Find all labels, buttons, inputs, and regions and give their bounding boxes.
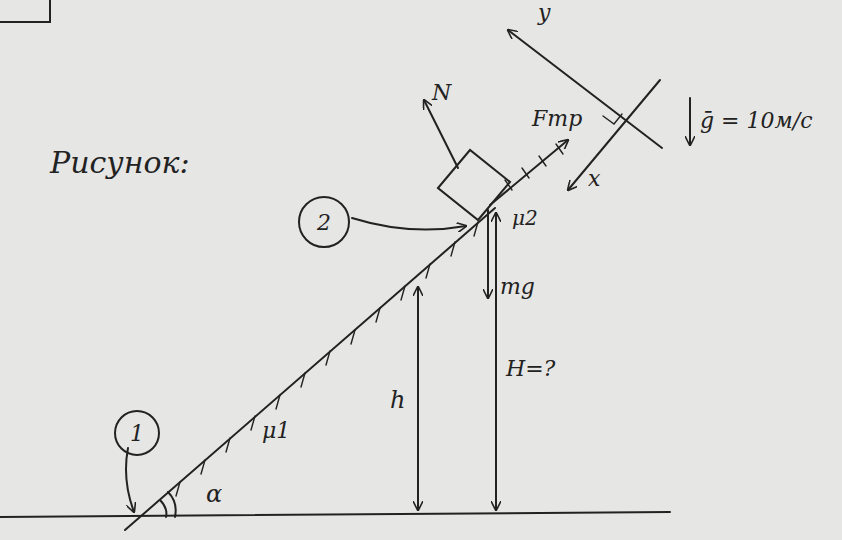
- callout-circle: 2: [298, 196, 350, 248]
- figure-label: Рисунок:: [50, 148, 190, 178]
- figure-label: mg: [500, 276, 535, 298]
- figure-label: ḡ = 10м/с: [700, 110, 812, 132]
- callout-number: 2: [317, 210, 331, 235]
- figure-label: μ2: [512, 208, 538, 228]
- figure-label: μ1: [262, 420, 290, 442]
- callout-number: 1: [130, 421, 144, 446]
- figure-label: N: [432, 82, 451, 104]
- figure-label: y: [538, 2, 550, 24]
- figure-label: Fтр: [532, 108, 582, 130]
- figure-label: x: [588, 168, 600, 190]
- figure-label: α: [206, 482, 222, 506]
- callout-circle: 1: [114, 410, 160, 456]
- figure-label: h: [390, 388, 405, 412]
- figure-label: H=?: [506, 358, 555, 380]
